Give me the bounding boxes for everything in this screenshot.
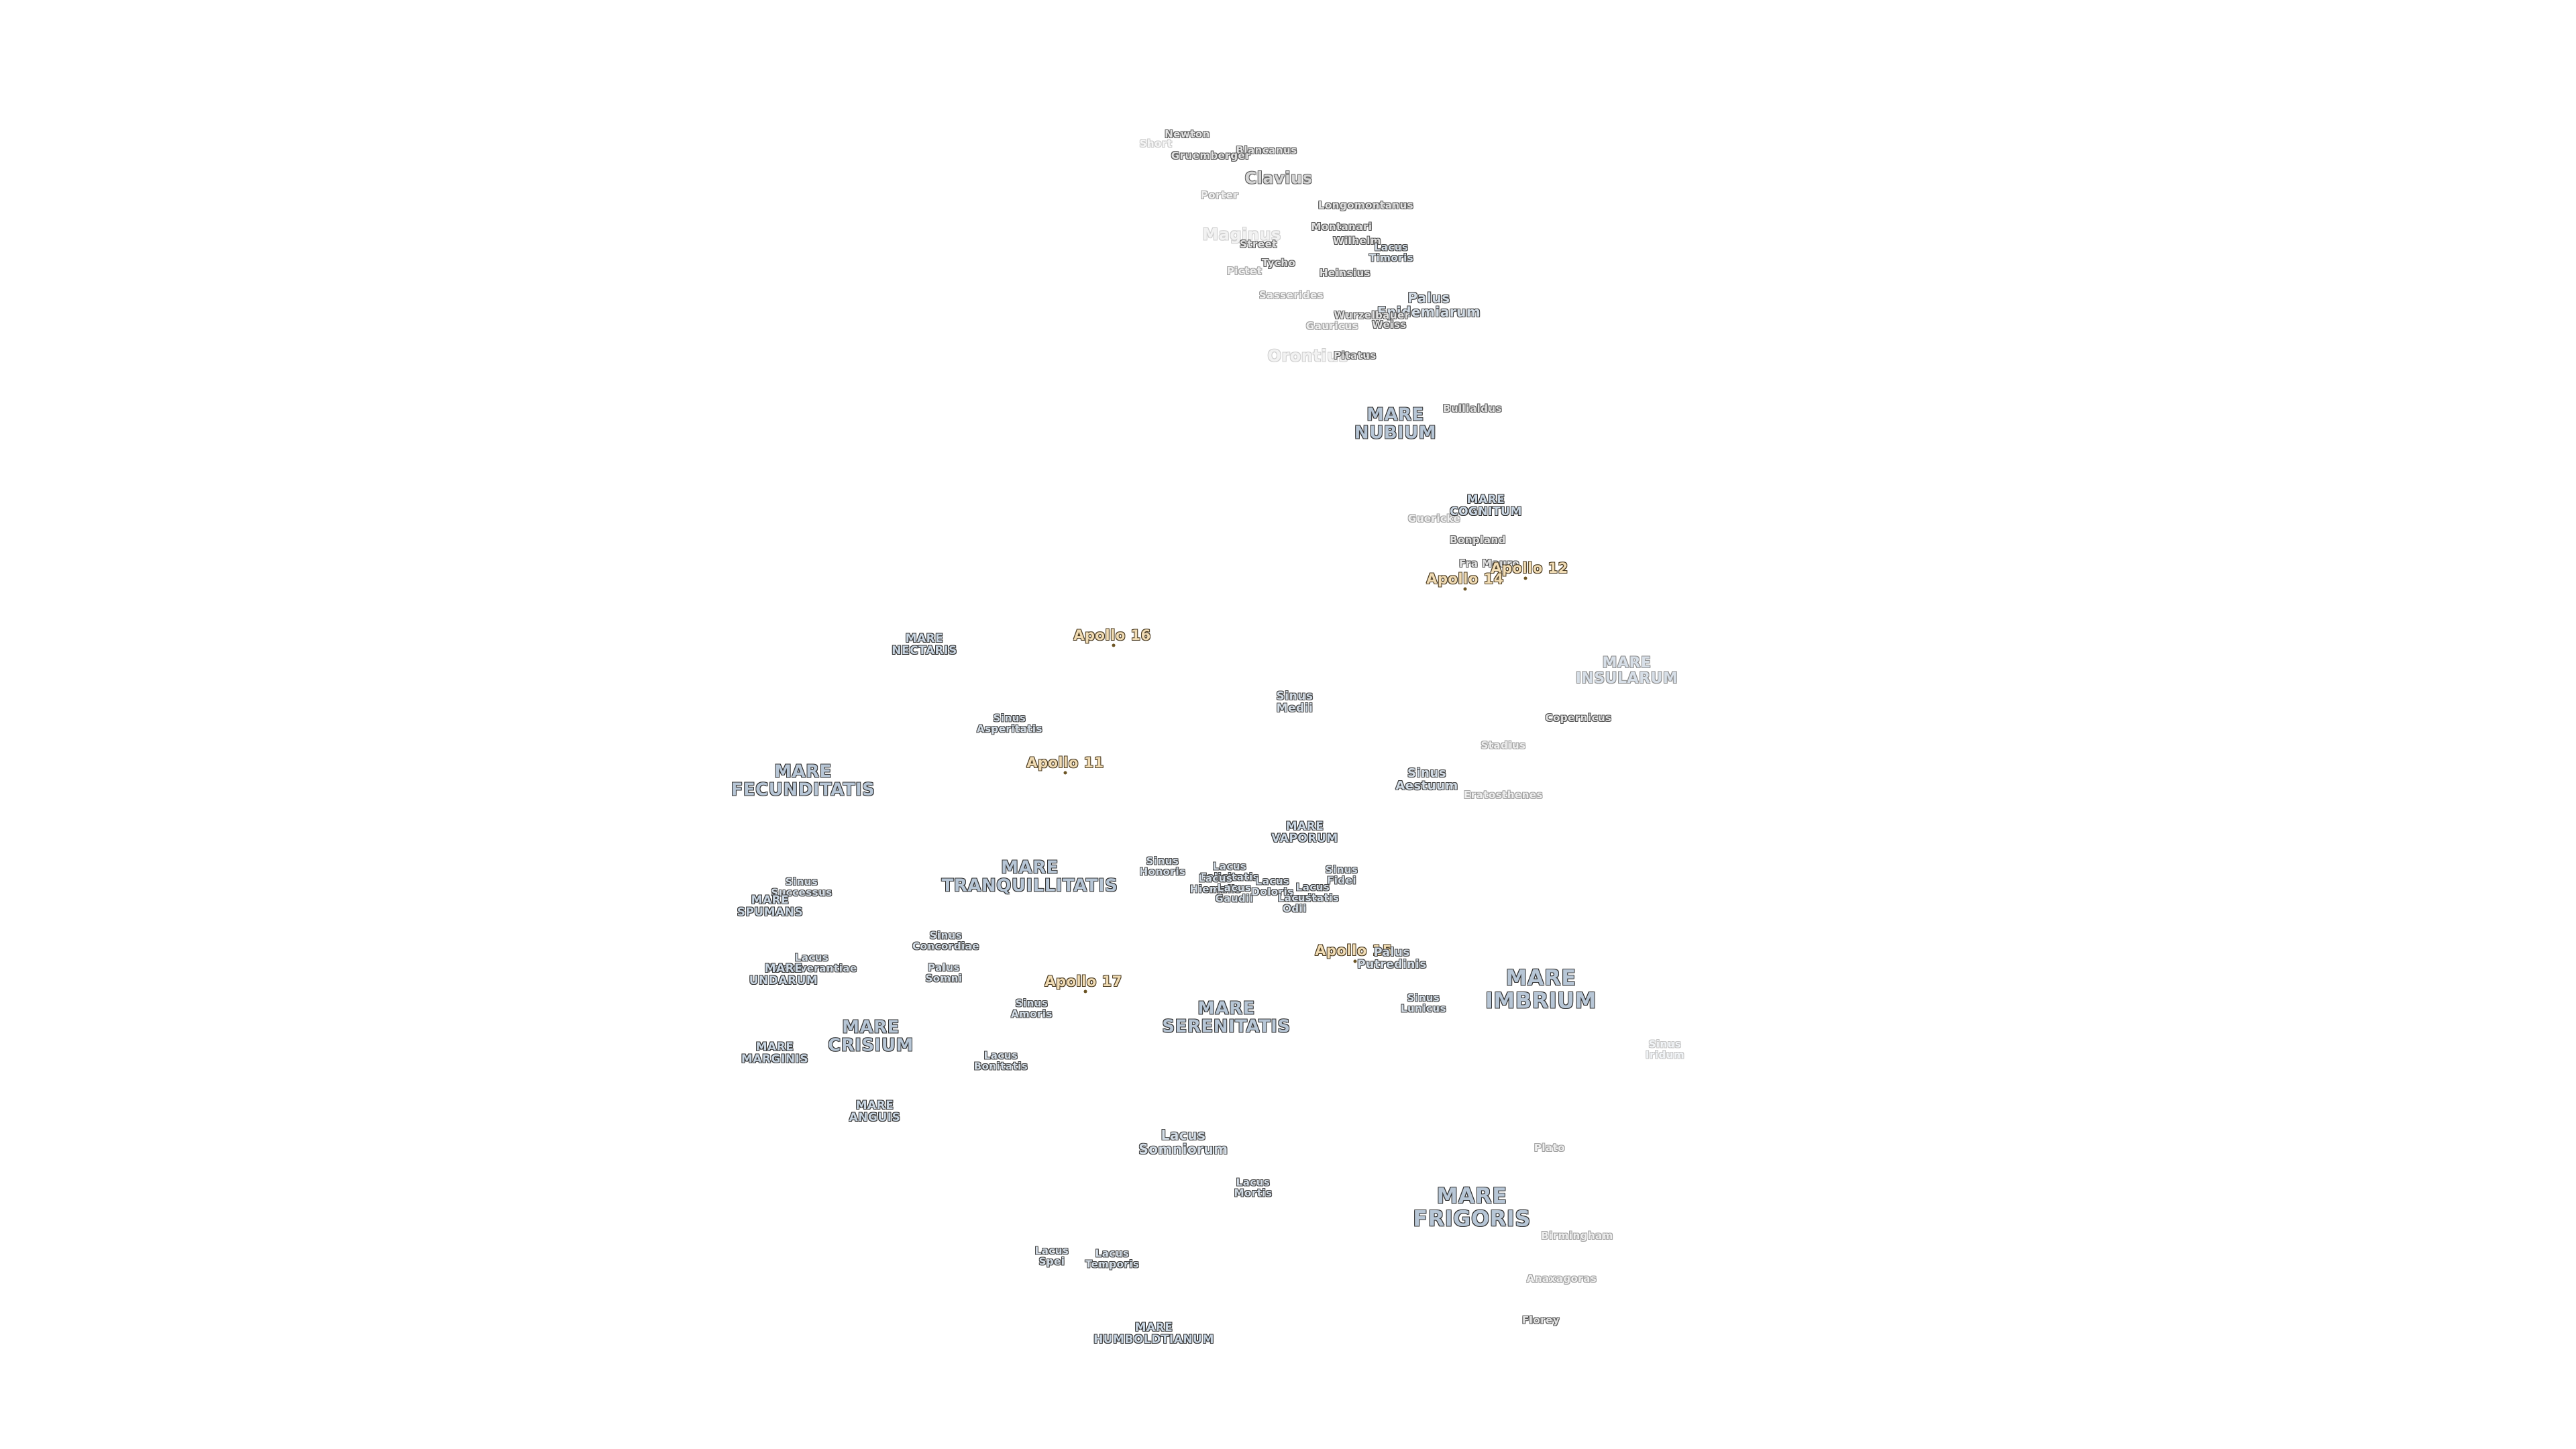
crater-weiss: Weiss [1372,319,1407,331]
apollo-16-label: Apollo 16 [1073,627,1151,643]
sinus-medii: Sinus Medii [1276,690,1313,715]
apollo-17-label: Apollo 17 [1044,973,1122,989]
sinus-successus: Sinus Successus [771,875,833,898]
apollo-14-label: Apollo 14 [1426,570,1504,587]
crater-longomontanus: Longomontanus [1318,199,1414,212]
crater-maginus: Maginus [1202,225,1281,244]
crater-pictet: Pictet [1226,265,1263,278]
sinus-lunicus: Sinus Lunicus [1400,991,1447,1014]
lacus-spei: Lacus Spei [1034,1244,1069,1267]
sinus-asperitatis: Sinus Asperitatis [976,712,1043,735]
mare-tranquillitatis: MARE TRANQUILLITATIS [941,857,1118,896]
crater-newton: Newton [1165,128,1210,141]
mare-insularum: MARE INSULARUM [1575,654,1678,687]
crater-gruemberger: Gruemberger [1171,150,1251,162]
crater-pitatus: Pitatus [1334,350,1377,362]
crater-clavius: Clavius [1244,168,1313,188]
lacus-timoris: Lacus Timoris [1368,241,1414,264]
sinus-concordiae: Sinus Concordiae [912,929,979,952]
crater-copernicus: Copernicus [1545,712,1612,724]
sinus-aestuum: Sinus Aestuum [1395,766,1458,793]
palus-somni: Palus Somni [925,961,963,984]
crater-anaxagoras: Anaxagoras [1526,1273,1597,1285]
crater-plato: Plato [1534,1142,1566,1155]
mare-serenitatis: MARE SERENITATIS [1162,998,1291,1037]
lacus-felicitatis: Lacus Felicitatis [1199,860,1260,883]
crater-eratosthenes: Eratosthenes [1464,789,1543,802]
crater-heinsius: Heinsius [1319,267,1371,280]
mare-anguis: MARE ANGUIS [849,1099,901,1124]
mare-nubium: MARE NUBIUM [1354,405,1437,443]
crater-gauricus: Gauricus [1305,320,1359,333]
sinus-fidei: Sinus Fidei [1325,863,1358,886]
mare-fecunditatis: MARE FECUNDITATIS [731,761,875,800]
sinus-iridum: Sinus Iridum [1645,1038,1685,1061]
apollo-15-label: Apollo 15 [1315,942,1393,959]
mare-imbrium: MARE IMBRIUM [1485,965,1597,1013]
lacus-odii: Lacus Odii [1277,892,1312,914]
crater-stadius: Stadius [1481,739,1526,752]
crater-porter: Porter [1200,189,1239,202]
mare-humboldtianum: MARE HUMBOLDTIANUM [1093,1321,1214,1346]
palus-putredinis: Palus Putredinis [1357,946,1427,971]
mare-crisium: MARE CRISIUM [828,1017,914,1056]
apollo-16-site [1112,643,1116,647]
crater-wurzelbauer: Wurzelbauer [1334,309,1410,322]
mare-undarum: MARE UNDARUM [749,962,818,987]
apollo-14-site [1463,587,1467,591]
crater-blancanus: Blancanus [1236,144,1297,157]
sinus-honoris: Sinus Honoris [1139,855,1186,877]
crater-tycho: Tycho [1261,257,1296,270]
lacus-perseverantiae: Lacus Perseverantiae [766,951,857,974]
lacus-gaudii: Lacus Gaudii [1215,881,1254,904]
crater-birmingham: Birmingham [1541,1230,1613,1242]
lacus-temporis: Lacus Temporis [1085,1247,1140,1270]
lacus-somniorum: Lacus Somniorum [1138,1127,1228,1157]
mare-spumans: MARE SPUMANS [737,894,804,919]
crater-sasserides: Sasserides [1258,289,1324,302]
mare-frigoris: MARE FRIGORIS [1413,1183,1531,1231]
lacus-mortis: Lacus Mortis [1234,1176,1273,1199]
crater-short: Short [1139,138,1173,150]
crater-montanari: Montanari [1311,221,1373,233]
lacus-bonitatis: Lacus Bonitatis [973,1049,1028,1072]
mare-nectaris: MARE NECTARIS [892,632,957,657]
apollo-15-site [1353,959,1357,963]
lacus-hiemalis: Lacus Hiemalis [1189,872,1242,895]
sinus-amoris: Sinus Amoris [1010,997,1053,1020]
mare-cognitum: MARE COGNITUM [1450,493,1522,519]
lacus-lenitatis: Lacus Lenitatis [1286,881,1340,904]
lacus-doloris: Lacus Doloris [1251,875,1294,898]
palus-epidemiarum: Palus Epidemiarum [1377,290,1481,320]
apollo-11-label: Apollo 11 [1026,754,1104,771]
apollo-17-site [1083,989,1087,994]
crater-orontius: Orontius [1267,346,1349,366]
mare-vaporum: MARE VAPORUM [1271,820,1338,845]
crater-guericke: Guericke [1407,513,1461,525]
crater-bonpland: Bonpland [1450,534,1506,547]
crater-bullialdus: Bullialdus [1442,402,1503,415]
mare-marginis: MARE MARGINIS [741,1040,809,1066]
apollo-12-site [1523,576,1527,580]
apollo-12-label: Apollo 12 [1491,559,1568,576]
fra-mauro: Fra Mauro [1459,557,1519,570]
apollo-11-site [1063,771,1067,775]
crater-street: Street [1240,238,1277,251]
crater-wilhelm: Wilhelm [1333,235,1381,248]
crater-florey: Florey [1521,1314,1560,1327]
